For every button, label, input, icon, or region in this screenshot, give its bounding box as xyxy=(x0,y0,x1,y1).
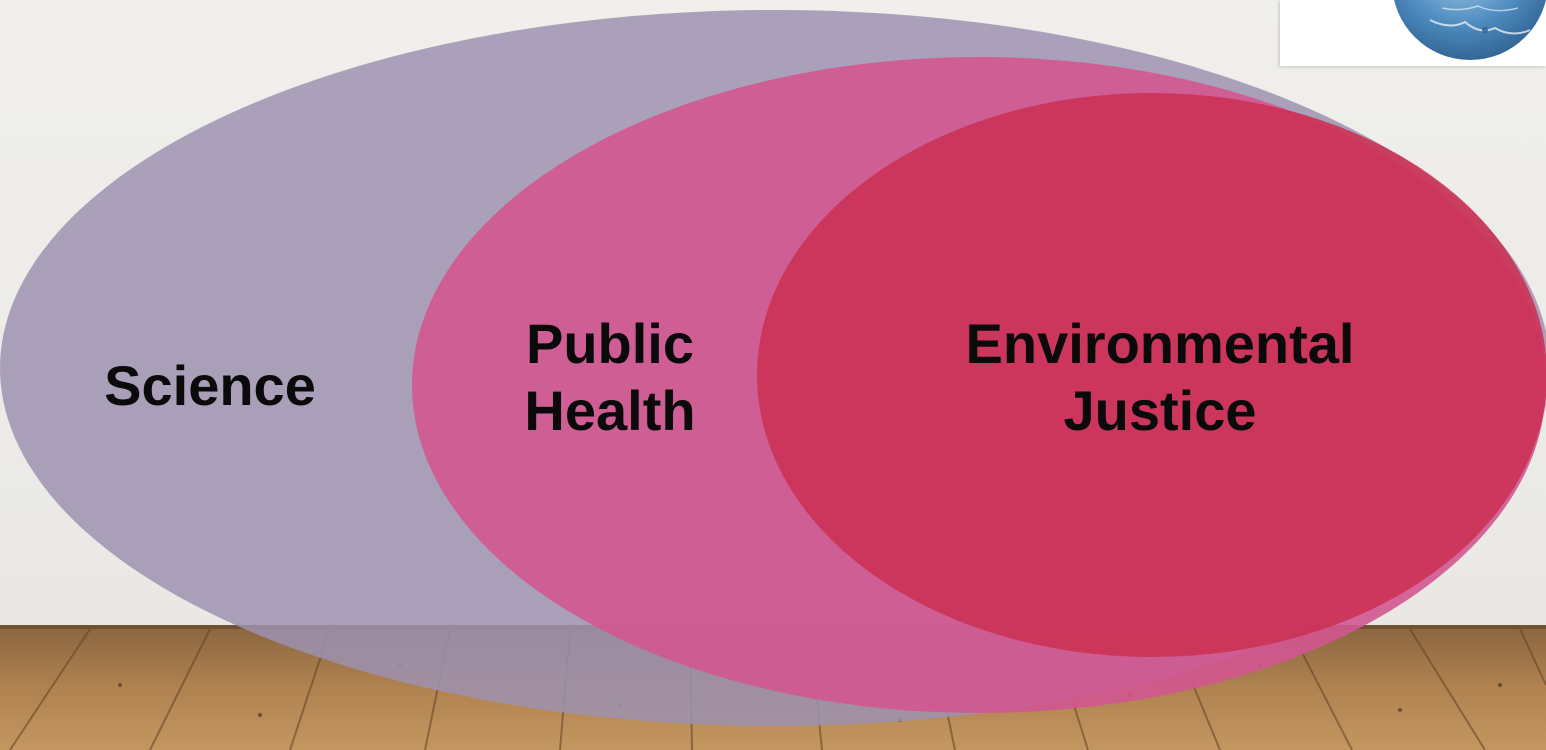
label-public-health-line-2: Health xyxy=(524,379,696,443)
circle-environmental-justice xyxy=(757,93,1546,657)
label-public-health: Public Health xyxy=(450,310,770,444)
label-science-text: Science xyxy=(104,354,316,417)
label-environmental-justice-line-1: Environmental xyxy=(965,312,1355,375)
label-environmental-justice-line-2: Justice xyxy=(1063,379,1257,443)
label-environmental-justice: Environmental Justice xyxy=(890,310,1430,444)
logo xyxy=(1280,0,1546,66)
label-science: Science xyxy=(70,352,350,419)
label-public-health-line-1: Public xyxy=(525,312,695,375)
globe-icon xyxy=(1394,0,1546,60)
